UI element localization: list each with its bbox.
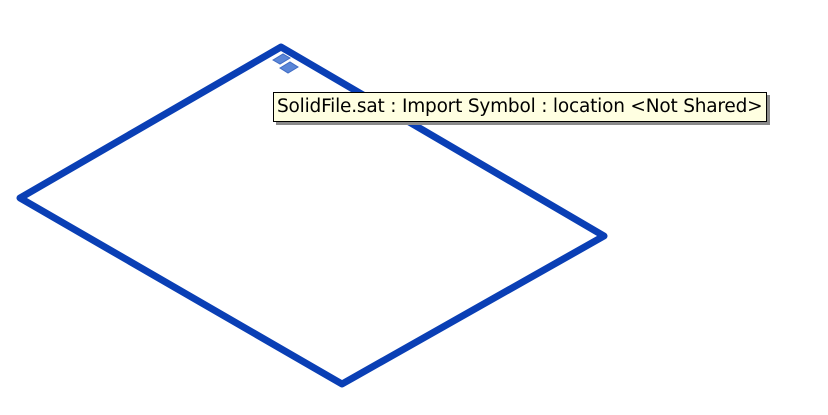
import-symbol-outline[interactable] <box>16 43 608 388</box>
tooltip-text: SolidFile.sat : Import Symbol : location… <box>277 96 763 117</box>
drag-grip-icon[interactable] <box>272 53 299 74</box>
element-tooltip: SolidFile.sat : Import Symbol : location… <box>273 92 768 122</box>
